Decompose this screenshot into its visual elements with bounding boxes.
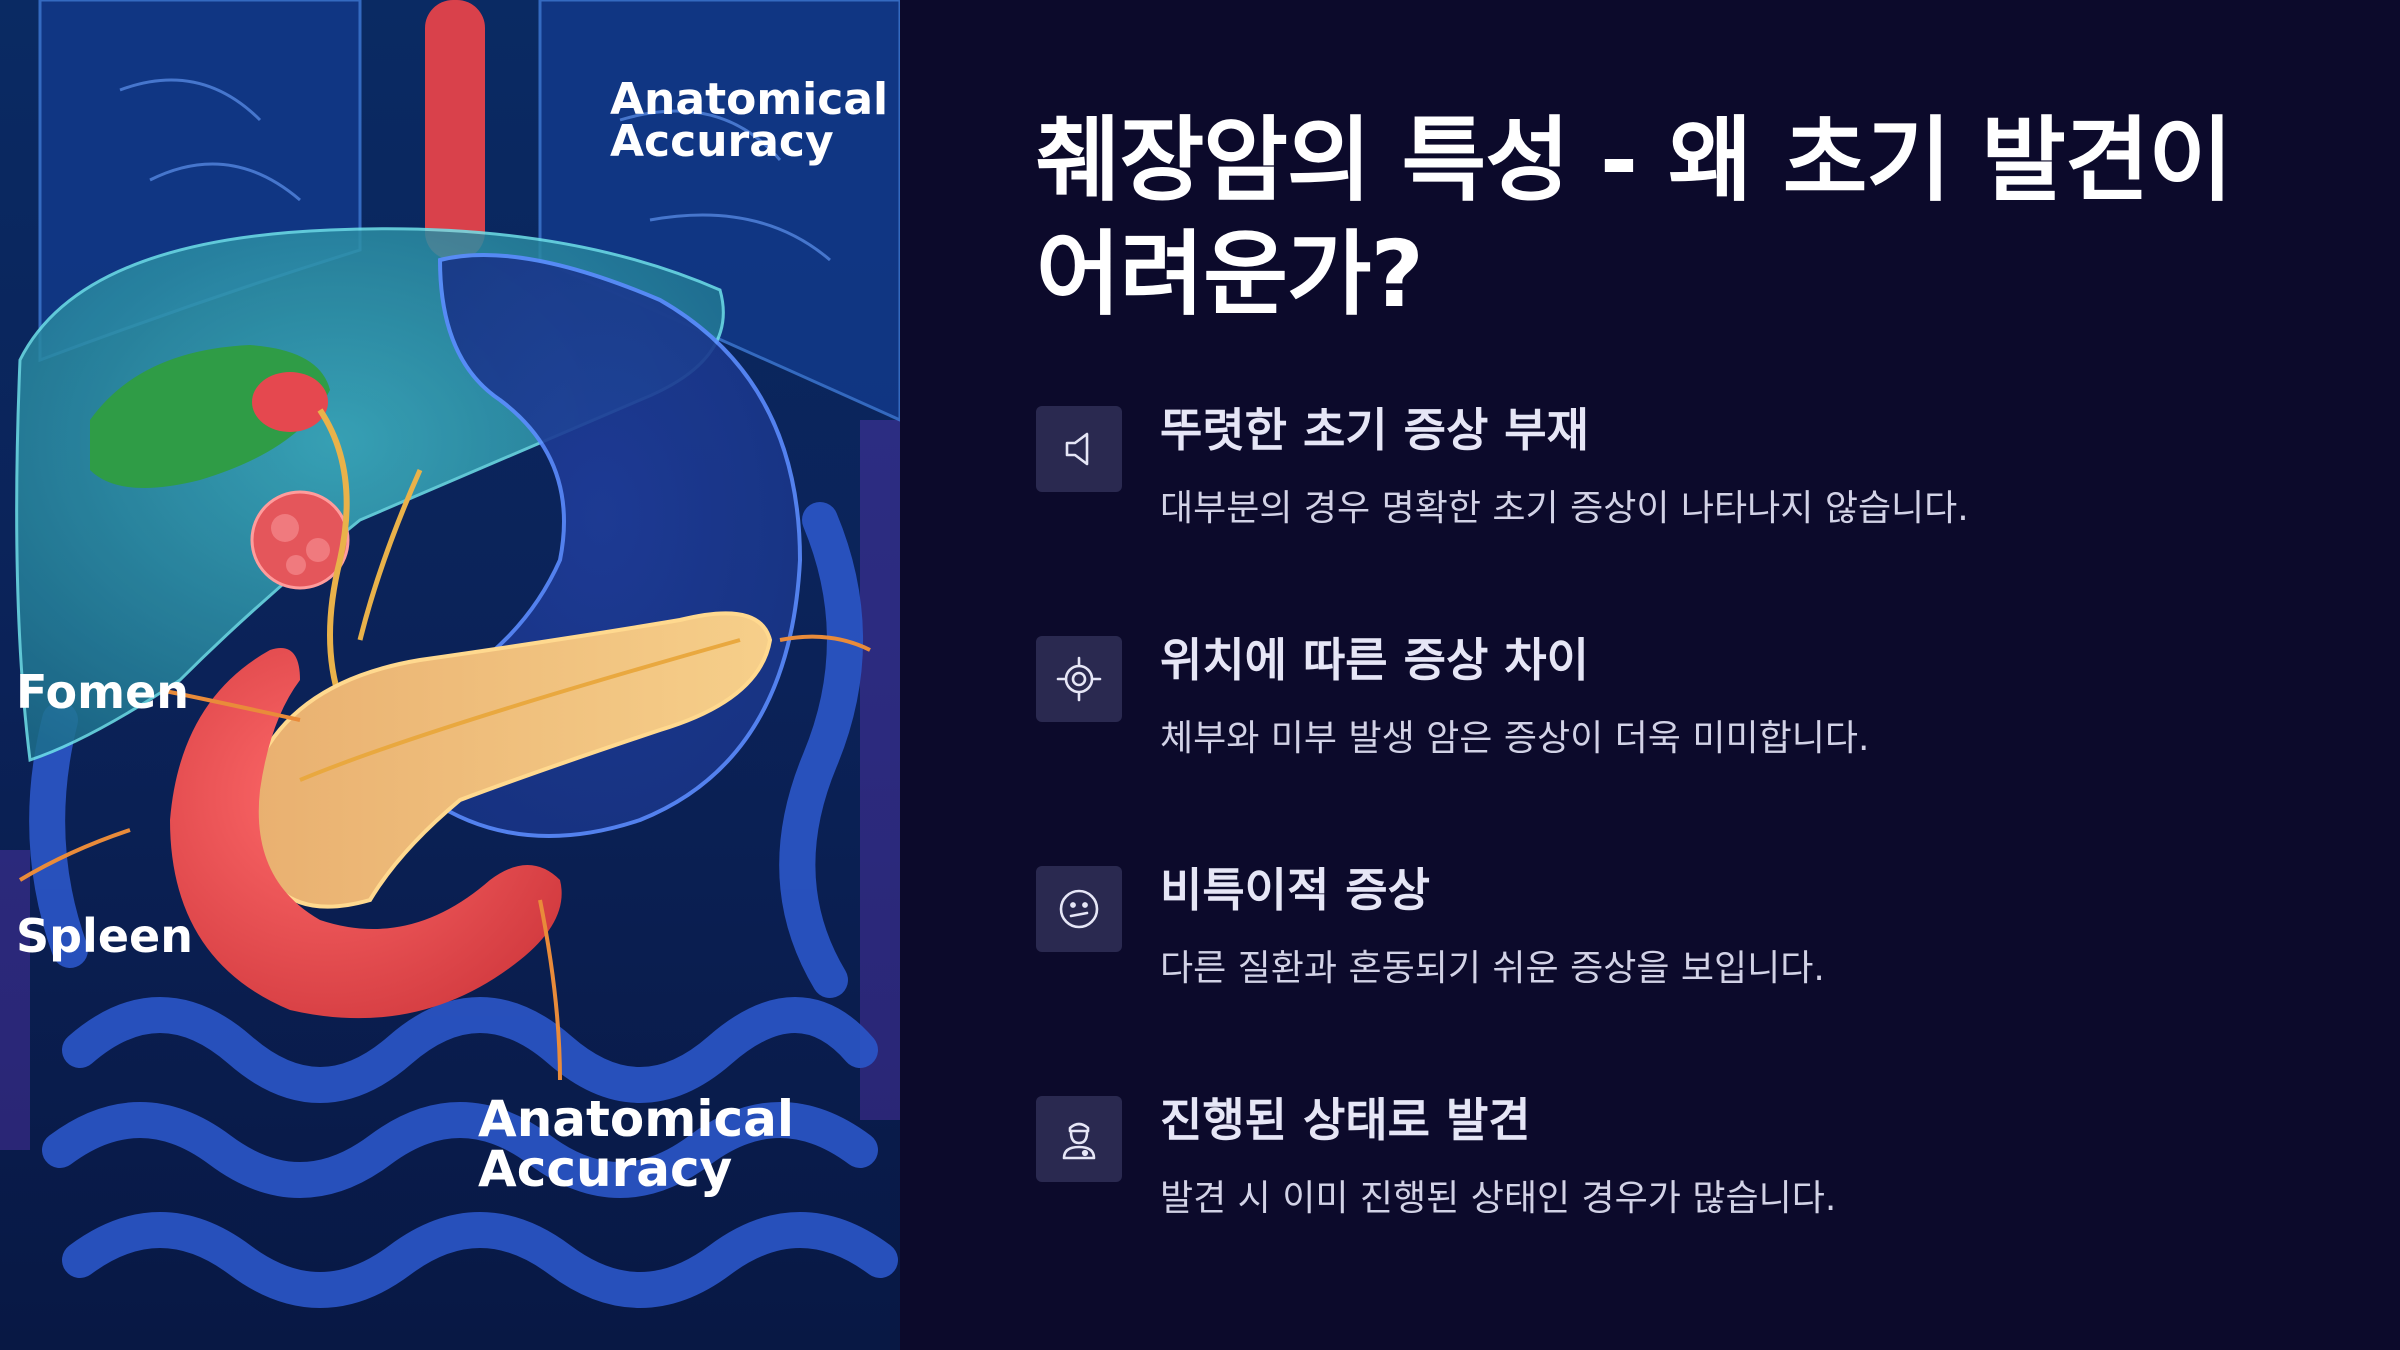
content-panel: 췌장암의 특성 - 왜 초기 발견이 어려운가? 뚜렷한 초기 증상 부재 대부… bbox=[1036, 104, 2336, 1318]
speaker-icon bbox=[1036, 406, 1122, 492]
label-spleen: Spleen bbox=[16, 909, 193, 963]
feature-item: 위치에 따른 증상 차이 체부와 미부 발생 암은 증상이 더욱 미미합니다. bbox=[1036, 628, 2336, 858]
label-anatomical-accuracy-top-line1: Anatomical bbox=[610, 74, 888, 125]
feature-description: 대부분의 경우 명확한 초기 증상이 나타나지 않습니다. bbox=[1160, 488, 1969, 529]
feature-description: 발견 시 이미 진행된 상태인 경우가 많습니다. bbox=[1160, 1178, 1837, 1219]
feature-description: 다른 질환과 혼동되기 쉬운 증상을 보입니다. bbox=[1160, 948, 1825, 989]
label-anatomical-accuracy-top-line2: Accuracy bbox=[610, 116, 834, 167]
feature-title: 위치에 따른 증상 차이 bbox=[1160, 633, 1589, 687]
anatomy-illustration: Anatomical Accuracy Fomen Spleen Anatomi… bbox=[0, 0, 900, 1350]
feature-item: 진행된 상태로 발견 발견 시 이미 진행된 상태인 경우가 많습니다. bbox=[1036, 1088, 2336, 1318]
feature-title: 비특이적 증상 bbox=[1160, 863, 1430, 917]
feature-title: 뚜렷한 초기 증상 부재 bbox=[1160, 403, 1589, 457]
anatomy-illustration-svg: Anatomical Accuracy Fomen Spleen Anatomi… bbox=[0, 0, 900, 1350]
doctor-icon bbox=[1036, 1096, 1122, 1182]
label-fomen: Fomen bbox=[16, 665, 189, 719]
feature-title: 진행된 상태로 발견 bbox=[1160, 1093, 1531, 1147]
feature-item: 뚜렷한 초기 증상 부재 대부분의 경우 명확한 초기 증상이 나타나지 않습니… bbox=[1036, 398, 2336, 628]
label-anatomical-accuracy-bottom-line1: Anatomical bbox=[478, 1090, 794, 1148]
feature-description: 체부와 미부 발생 암은 증상이 더욱 미미합니다. bbox=[1160, 718, 1870, 759]
feature-list: 뚜렷한 초기 증상 부재 대부분의 경우 명확한 초기 증상이 나타나지 않습니… bbox=[1036, 398, 2336, 1318]
confused-face-icon bbox=[1036, 866, 1122, 952]
label-anatomical-accuracy-bottom-line2: Accuracy bbox=[478, 1140, 732, 1198]
target-icon bbox=[1036, 636, 1122, 722]
slide-title: 췌장암의 특성 - 왜 초기 발견이 어려운가? bbox=[1036, 107, 2233, 328]
feature-item: 비특이적 증상 다른 질환과 혼동되기 쉬운 증상을 보입니다. bbox=[1036, 858, 2336, 1088]
